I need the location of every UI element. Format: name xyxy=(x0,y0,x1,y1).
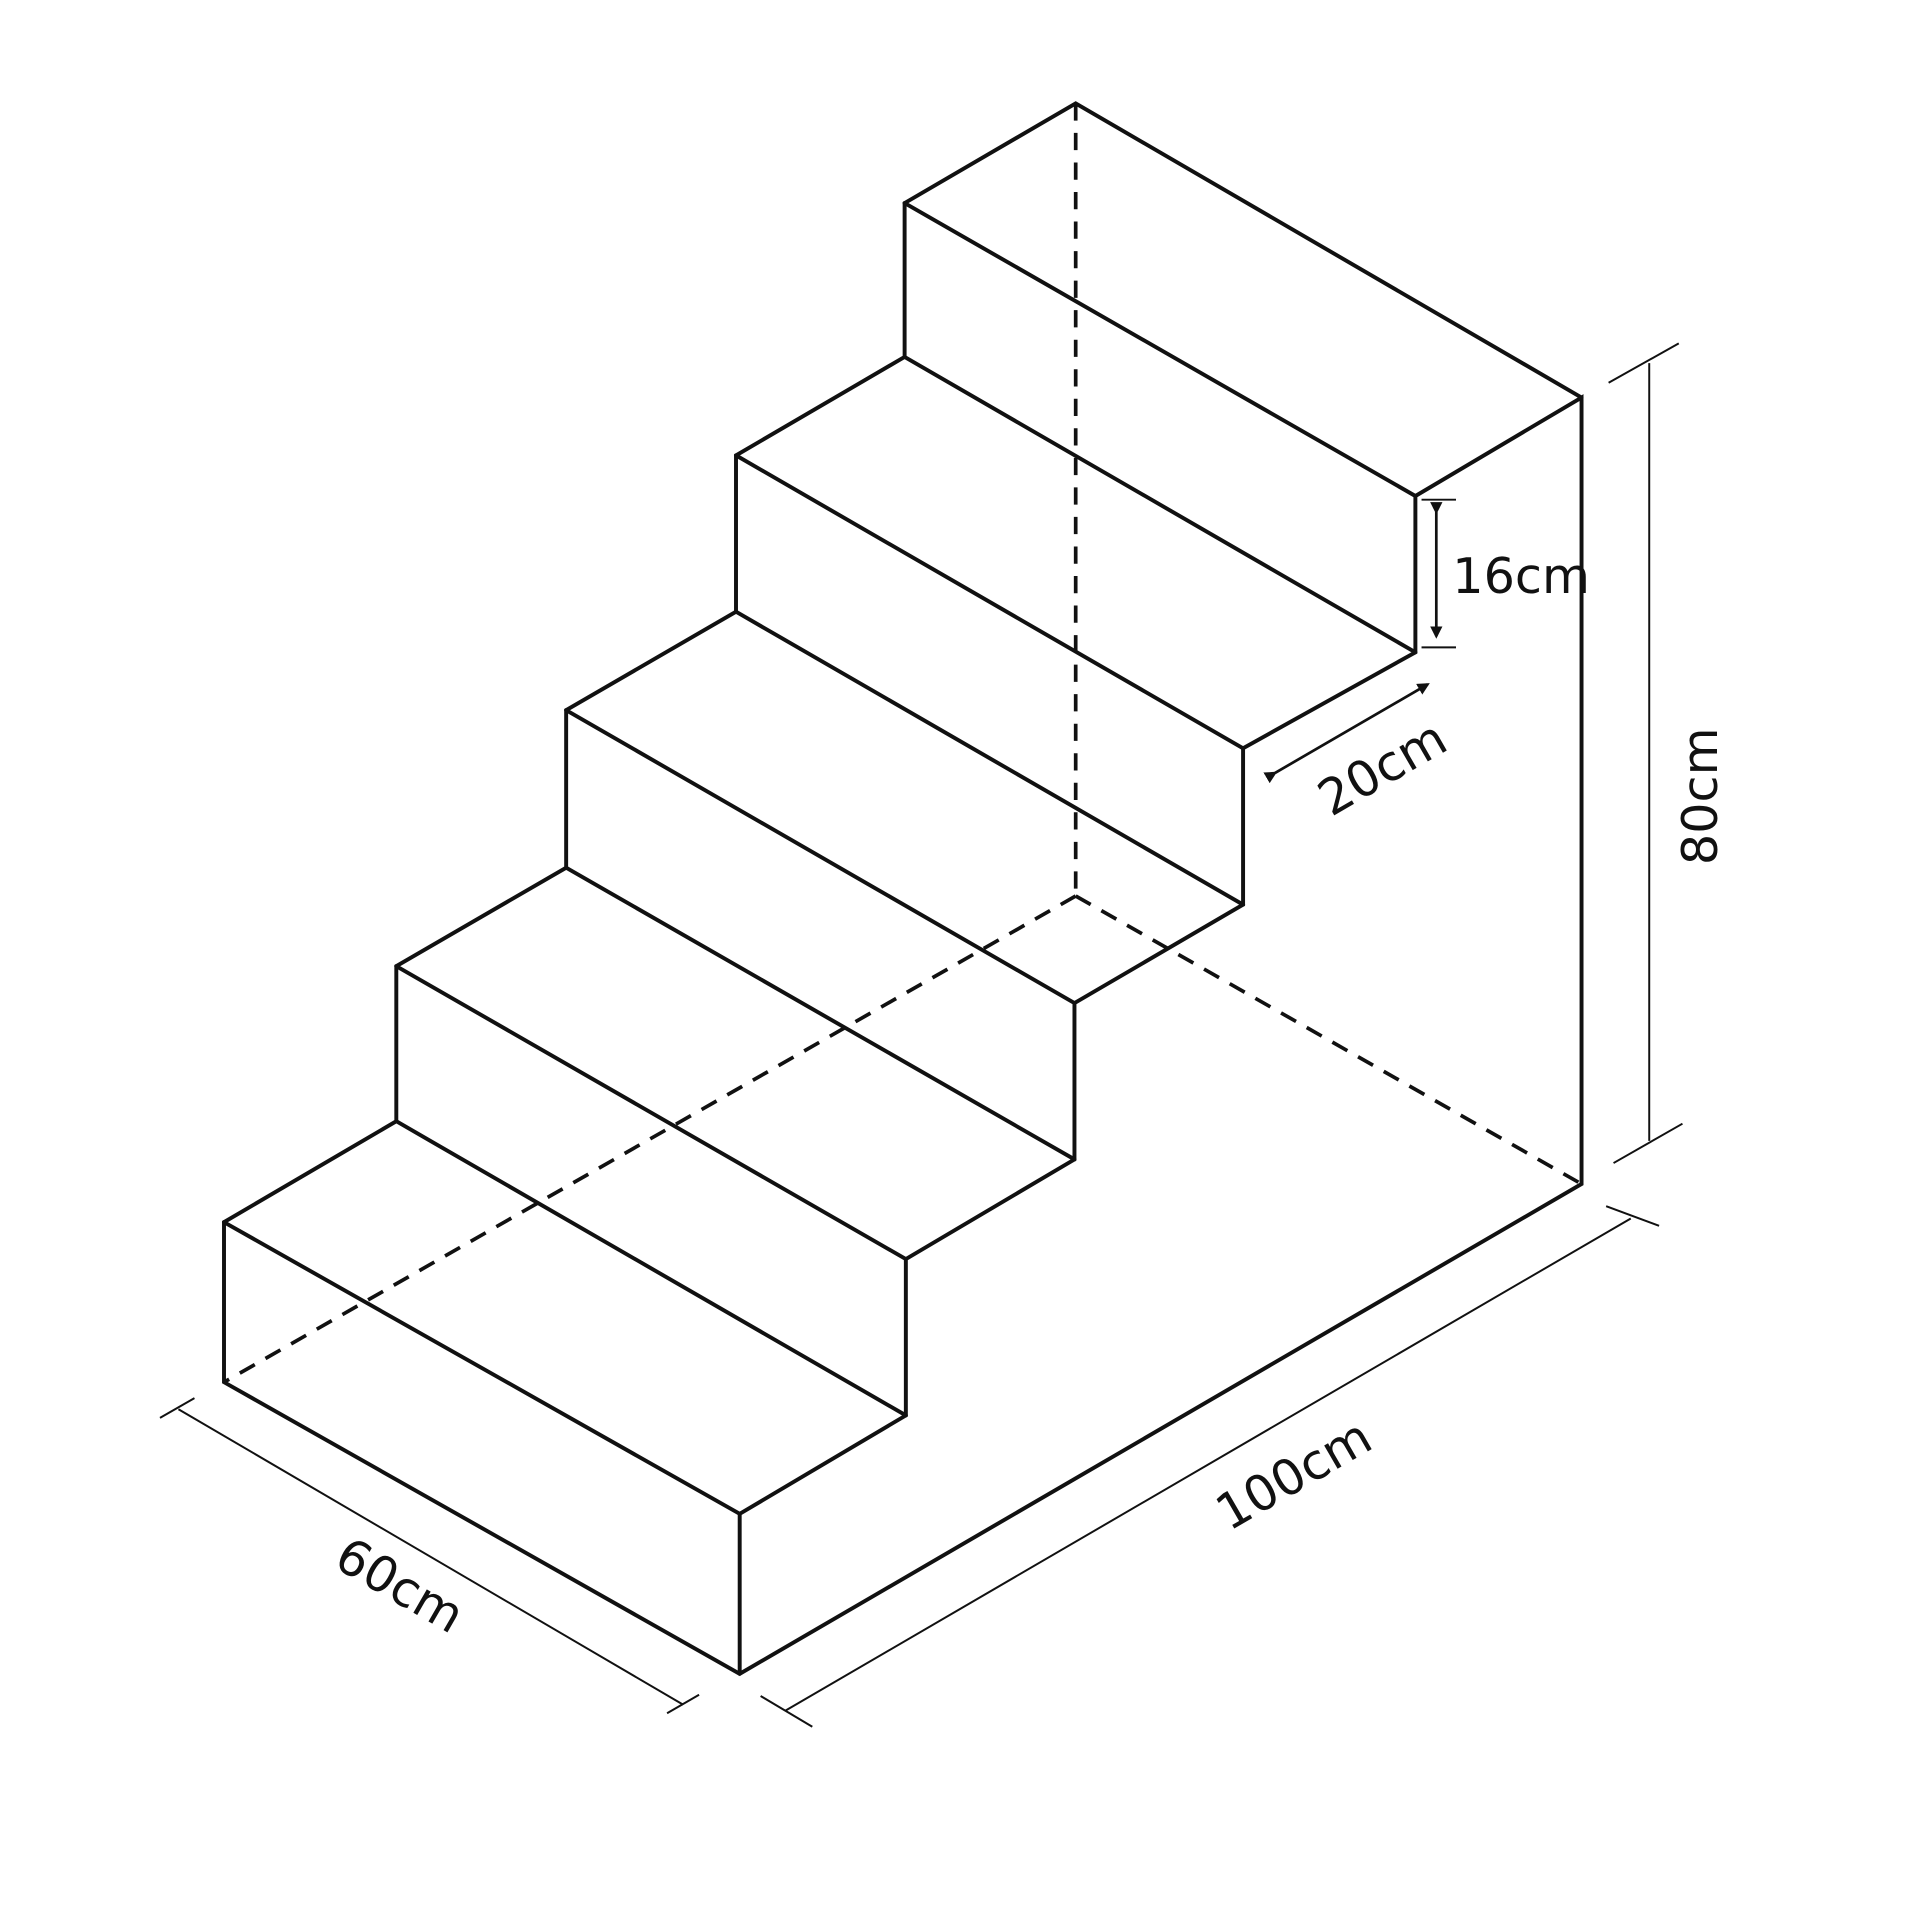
tread-label: 20cm xyxy=(1308,709,1456,828)
height-label: 80cm xyxy=(1671,727,1729,865)
dimension-length: 100cm xyxy=(760,1205,1660,1728)
length-label: 100cm xyxy=(1206,1407,1381,1542)
width-label: 60cm xyxy=(326,1526,474,1645)
riser-label: 16cm xyxy=(1452,547,1590,605)
hidden-edges xyxy=(223,103,1583,1384)
staircase-outline xyxy=(222,101,1584,1677)
dimension-tread: 20cm xyxy=(1263,683,1456,828)
dimension-riser: 16cm xyxy=(1421,498,1590,649)
dimension-height: 80cm xyxy=(1608,342,1729,1164)
